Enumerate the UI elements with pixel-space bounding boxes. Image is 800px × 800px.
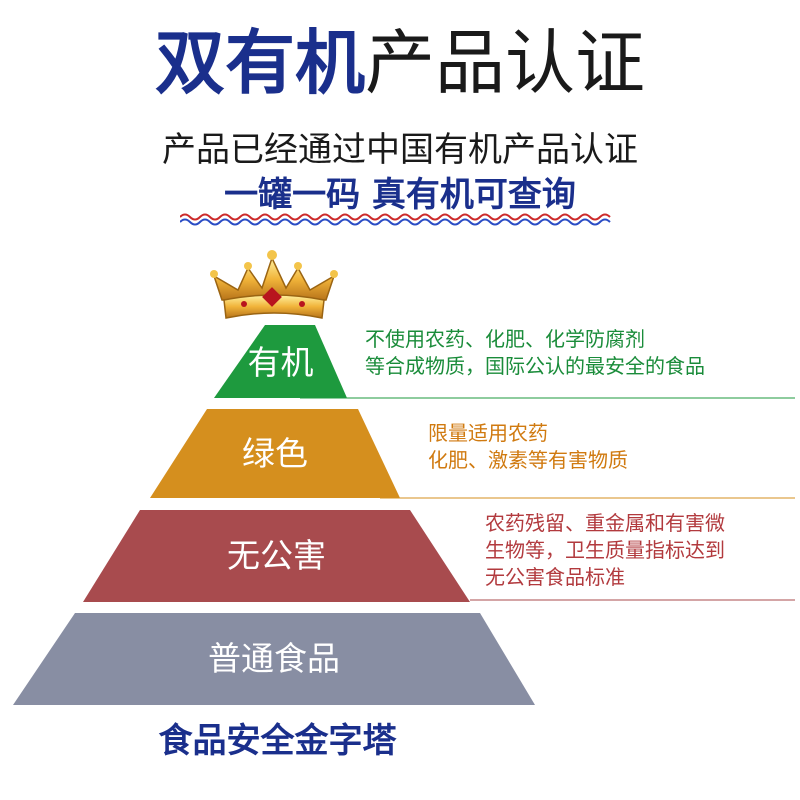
page-title: 双有机产品认证 xyxy=(0,18,800,108)
note-green-line1: 限量适用农药 xyxy=(428,421,548,445)
slogan: 一罐一码 真有机可查询 xyxy=(224,175,576,215)
note-green: 限量适用农药 化肥、激素等有害物质 xyxy=(428,420,628,474)
title-highlight: 双有机 xyxy=(155,22,365,104)
note-pollution-free-line3: 无公害食品标准 xyxy=(485,565,625,589)
crown-icon xyxy=(210,250,338,319)
pyramid-level-green xyxy=(150,409,400,498)
note-organic-line2: 等合成物质，国际公认的最安全的食品 xyxy=(365,354,705,378)
pyramid-caption: 食品安全金字塔 xyxy=(158,721,397,761)
note-pollution-free-line2: 生物等，卫生质量指标达到 xyxy=(485,538,725,562)
level-label-pollution-free: 无公害 xyxy=(227,536,326,575)
level-label-ordinary: 普通食品 xyxy=(208,639,340,678)
note-green-line2: 化肥、激素等有害物质 xyxy=(428,448,628,472)
level-label-green: 绿色 xyxy=(242,434,308,473)
pyramid-level-organic xyxy=(214,325,347,398)
level-label-organic: 有机 xyxy=(247,343,314,382)
note-pollution-free: 农药残留、重金属和有害微 生物等，卫生质量指标达到 无公害食品标准 xyxy=(485,510,725,591)
wavy-underline xyxy=(180,213,611,226)
note-pollution-free-line1: 农药残留、重金属和有害微 xyxy=(485,511,725,535)
note-organic-line1: 不使用农药、化肥、化学防腐剂 xyxy=(365,327,645,351)
pyramid-level-pollution-free xyxy=(83,510,470,602)
subtitle: 产品已经通过中国有机产品认证 xyxy=(162,130,638,170)
title-rest: 产品认证 xyxy=(365,22,645,104)
note-organic: 不使用农药、化肥、化学防腐剂 等合成物质，国际公认的最安全的食品 xyxy=(365,326,705,380)
pyramid-level-ordinary xyxy=(13,613,535,705)
